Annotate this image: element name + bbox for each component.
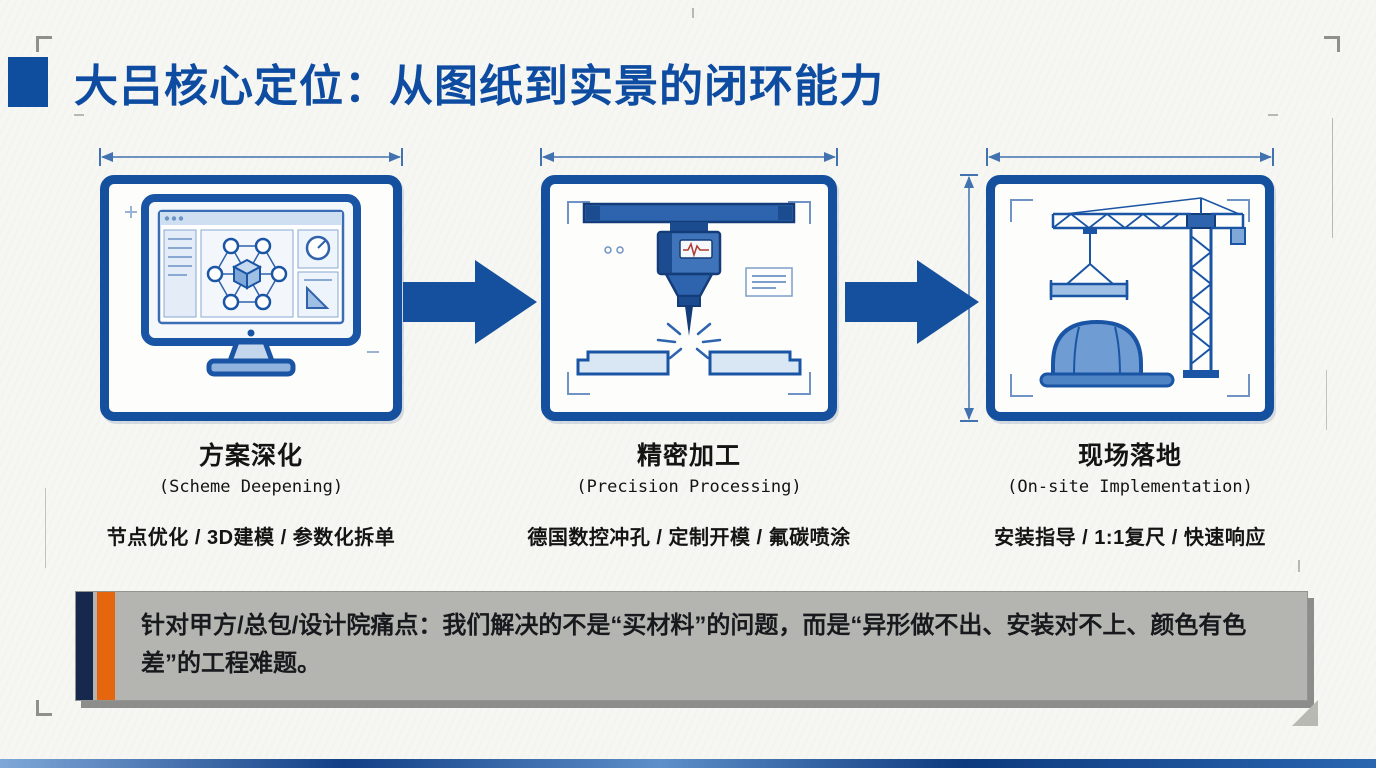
- ruler-tick: [1298, 560, 1300, 572]
- step-subtitle: (On-site Implementation): [1007, 477, 1253, 497]
- banner-text: 针对甲方/总包/设计院痛点：我们解决的不是“买材料”的问题，而是“异形做不出、安…: [141, 612, 1247, 677]
- step-panel-implementation: [986, 175, 1274, 421]
- step-title: 精密加工: [636, 442, 741, 470]
- ruler-tick: [1326, 370, 1327, 430]
- step-label-implementation: 现场落地 (On-site Implementation) 安装指导 / 1:1…: [910, 436, 1350, 550]
- ruler-tick: [36, 700, 52, 716]
- monitor-cad-icon: [125, 194, 379, 377]
- step-title: 现场落地: [1077, 442, 1182, 470]
- step-features: 德国数控冲孔 / 定制开模 / 氟碳喷涂: [527, 527, 851, 549]
- ruler-tick: [1332, 118, 1333, 238]
- page-title: 大吕核心定位：从图纸到实景的闭环能力: [74, 62, 884, 111]
- arrow-right-icon: [403, 260, 537, 344]
- banner-accent-navy: [76, 592, 93, 700]
- step-features: 安装指导 / 1:1复尺 / 快速响应: [994, 527, 1266, 549]
- step-title: 方案深化: [198, 442, 303, 470]
- step-subtitle: (Scheme Deepening): [158, 477, 344, 497]
- ruler-tick: [1268, 114, 1278, 116]
- pain-point-banner: 针对甲方/总包/设计院痛点：我们解决的不是“买材料”的问题，而是“异形做不出、安…: [75, 591, 1308, 701]
- banner-accent-orange: [97, 592, 115, 700]
- title-accent-square: [8, 57, 48, 107]
- ruler-tick: [1324, 36, 1340, 52]
- ruler-tick: [45, 488, 46, 568]
- step-features: 节点优化 / 3D建模 / 参数化拆单: [106, 527, 396, 549]
- dimension-line-step1: [99, 148, 403, 166]
- ruler-tick: [36, 36, 52, 52]
- dimension-line-step2: [540, 148, 838, 166]
- step-label-scheme: 方案深化 (Scheme Deepening) 节点优化 / 3D建模 / 参数…: [31, 436, 471, 550]
- corner-fold-icon: [1292, 700, 1318, 726]
- step-label-processing: 精密加工 (Precision Processing) 德国数控冲孔 / 定制开…: [469, 436, 909, 550]
- step-panel-scheme: [100, 175, 402, 421]
- cnc-drill-icon: [567, 201, 811, 395]
- step-subtitle: (Precision Processing): [576, 477, 802, 497]
- ruler-tick: [74, 114, 84, 116]
- arrow-right-icon: [845, 260, 979, 344]
- crane-helmet-icon: [1010, 197, 1250, 397]
- step-panel-processing: [541, 175, 837, 421]
- ruler-tick: [692, 8, 694, 18]
- dimension-line-step3: [986, 148, 1274, 166]
- bottom-gradient-bar: [0, 759, 1376, 768]
